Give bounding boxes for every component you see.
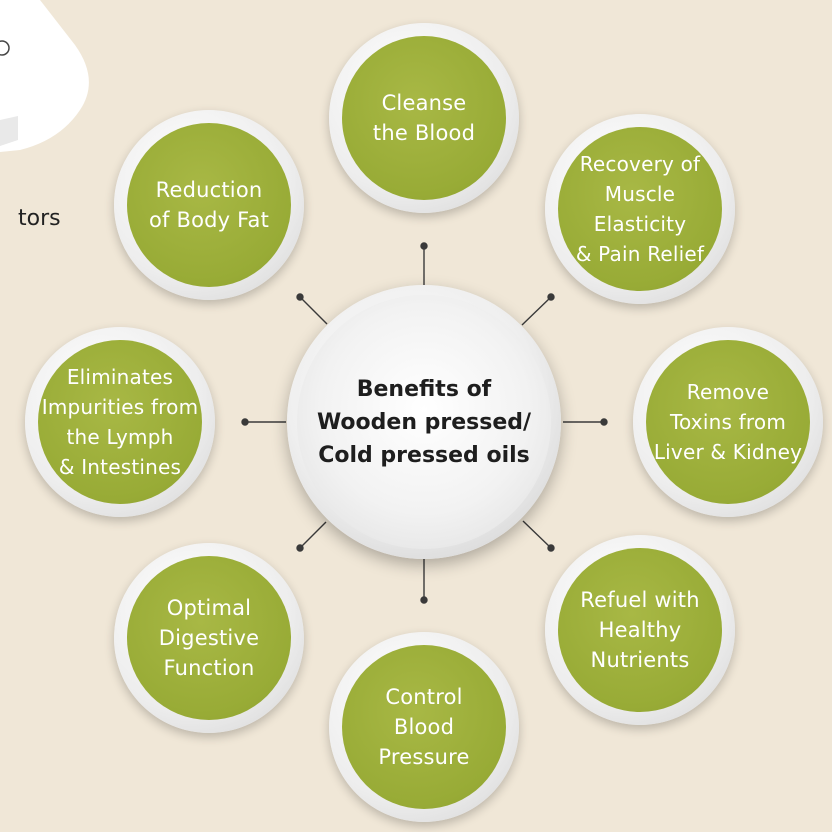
benefit-label: Remove Toxins from Liver & Kidney bbox=[653, 380, 803, 464]
partial-decorative-shape bbox=[0, 0, 89, 152]
benefit-label: Refuel with Healthy Nutrients bbox=[580, 588, 700, 672]
benefit-digestive-function: Optimal Digestive Function bbox=[114, 543, 304, 733]
benefit-label: Recovery of Muscle Elasticity & Pain Rel… bbox=[575, 152, 705, 266]
benefit-label: Eliminates Impurities from the Lymph & I… bbox=[41, 365, 199, 479]
partial-circle-icon bbox=[0, 40, 10, 56]
benefit-healthy-nutrients: Refuel with Healthy Nutrients bbox=[545, 535, 735, 725]
benefit-label: Optimal Digestive Function bbox=[158, 596, 260, 680]
partial-cropped-text: tors bbox=[18, 206, 61, 231]
benefit-label: Cleanse the Blood bbox=[372, 91, 476, 145]
benefit-label: Reduction of Body Fat bbox=[148, 178, 270, 232]
benefit-muscle-recovery: Recovery of Muscle Elasticity & Pain Rel… bbox=[545, 114, 735, 304]
benefit-cleanse-the-blood: Cleanse the Blood bbox=[329, 23, 519, 213]
benefit-label: Control Blood Pressure bbox=[378, 685, 470, 769]
benefit-remove-toxins: Remove Toxins from Liver & Kidney bbox=[633, 327, 823, 517]
benefit-control-blood-pressure: Control Blood Pressure bbox=[329, 632, 519, 822]
center-title: Benefits of Wooden pressed/ Cold pressed… bbox=[316, 376, 532, 468]
center-hub: Benefits of Wooden pressed/ Cold pressed… bbox=[287, 285, 561, 559]
benefit-reduce-body-fat: Reduction of Body Fat bbox=[114, 110, 304, 300]
benefit-eliminate-impurities: Eliminates Impurities from the Lymph & I… bbox=[25, 327, 215, 517]
